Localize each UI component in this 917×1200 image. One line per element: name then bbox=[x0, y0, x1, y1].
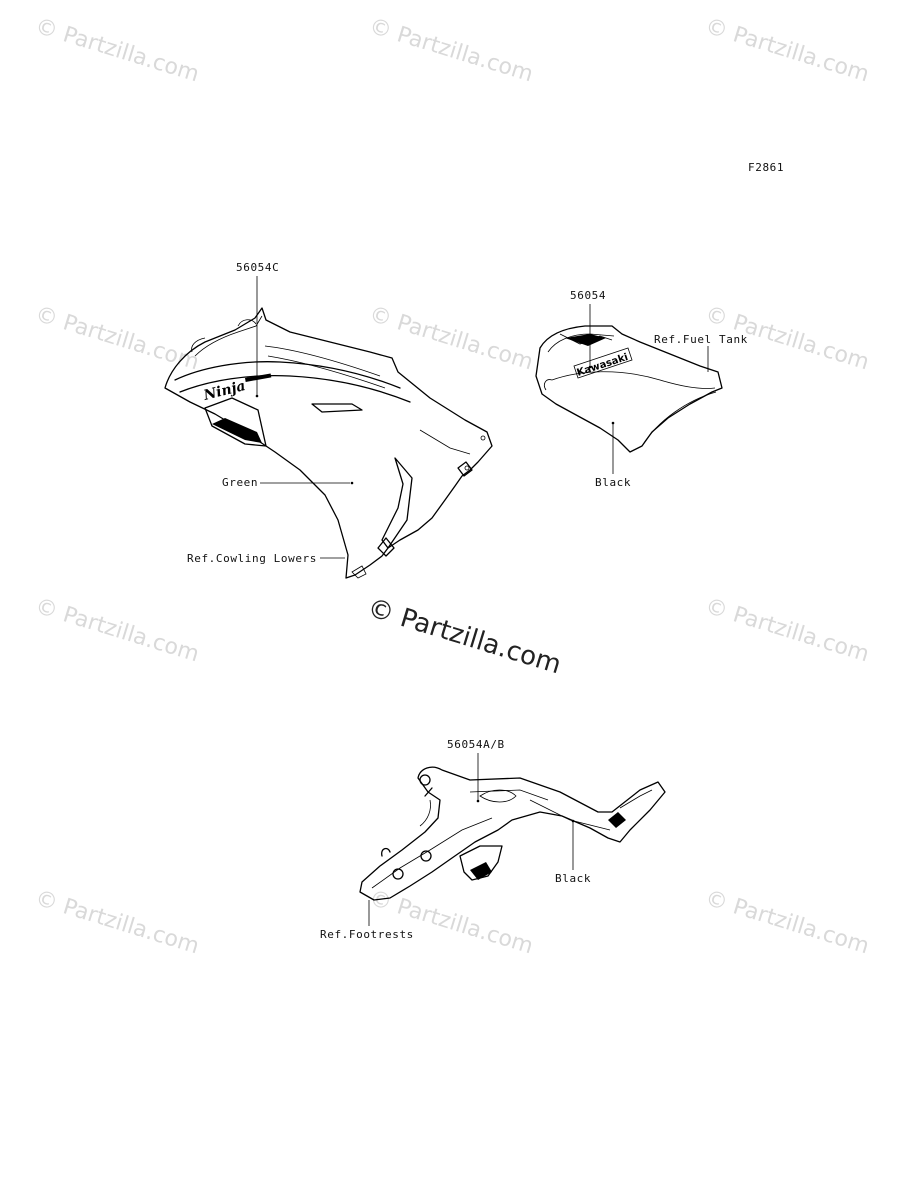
watermark-center: © Partzilla.com bbox=[364, 593, 565, 680]
tank-logo-text: Kawasaki bbox=[576, 352, 630, 379]
upper-cowl-ref-label: Ref.Cowling Lowers bbox=[187, 552, 317, 565]
footrest-color-label: Black bbox=[555, 872, 591, 885]
watermark-tl: © Partzilla.com bbox=[32, 14, 202, 88]
watermark-br: © Partzilla.com bbox=[702, 886, 872, 960]
tank-color-label: Black bbox=[595, 476, 631, 489]
watermark-tc: © Partzilla.com bbox=[366, 14, 536, 88]
figure-id: F2861 bbox=[748, 161, 784, 174]
cowl-logo-text: Ninja bbox=[201, 378, 247, 404]
watermark-mc: © Partzilla.com bbox=[366, 302, 536, 376]
tank-ref-label: Ref.Fuel Tank bbox=[654, 333, 748, 346]
tank-part-label: 56054 bbox=[570, 289, 606, 302]
footrest-part-label: 56054A/B bbox=[447, 738, 505, 751]
watermark-bl: © Partzilla.com bbox=[32, 886, 202, 960]
watermark-grid: © Partzilla.com © Partzilla.com © Partzi… bbox=[32, 14, 872, 960]
upper-cowl-color-label: Green bbox=[222, 476, 258, 489]
watermark-r2: © Partzilla.com bbox=[702, 594, 872, 668]
footrest-ref-label: Ref.Footrests bbox=[320, 928, 414, 941]
upper-cowl-drawing: Ninja bbox=[164, 307, 493, 579]
watermark-l2: © Partzilla.com bbox=[32, 594, 202, 668]
upper-cowl-part-label: 56054C bbox=[236, 261, 279, 274]
watermark-ml: © Partzilla.com bbox=[32, 302, 202, 376]
footrest-drawing bbox=[359, 766, 666, 901]
watermark-tr: © Partzilla.com bbox=[702, 14, 872, 88]
